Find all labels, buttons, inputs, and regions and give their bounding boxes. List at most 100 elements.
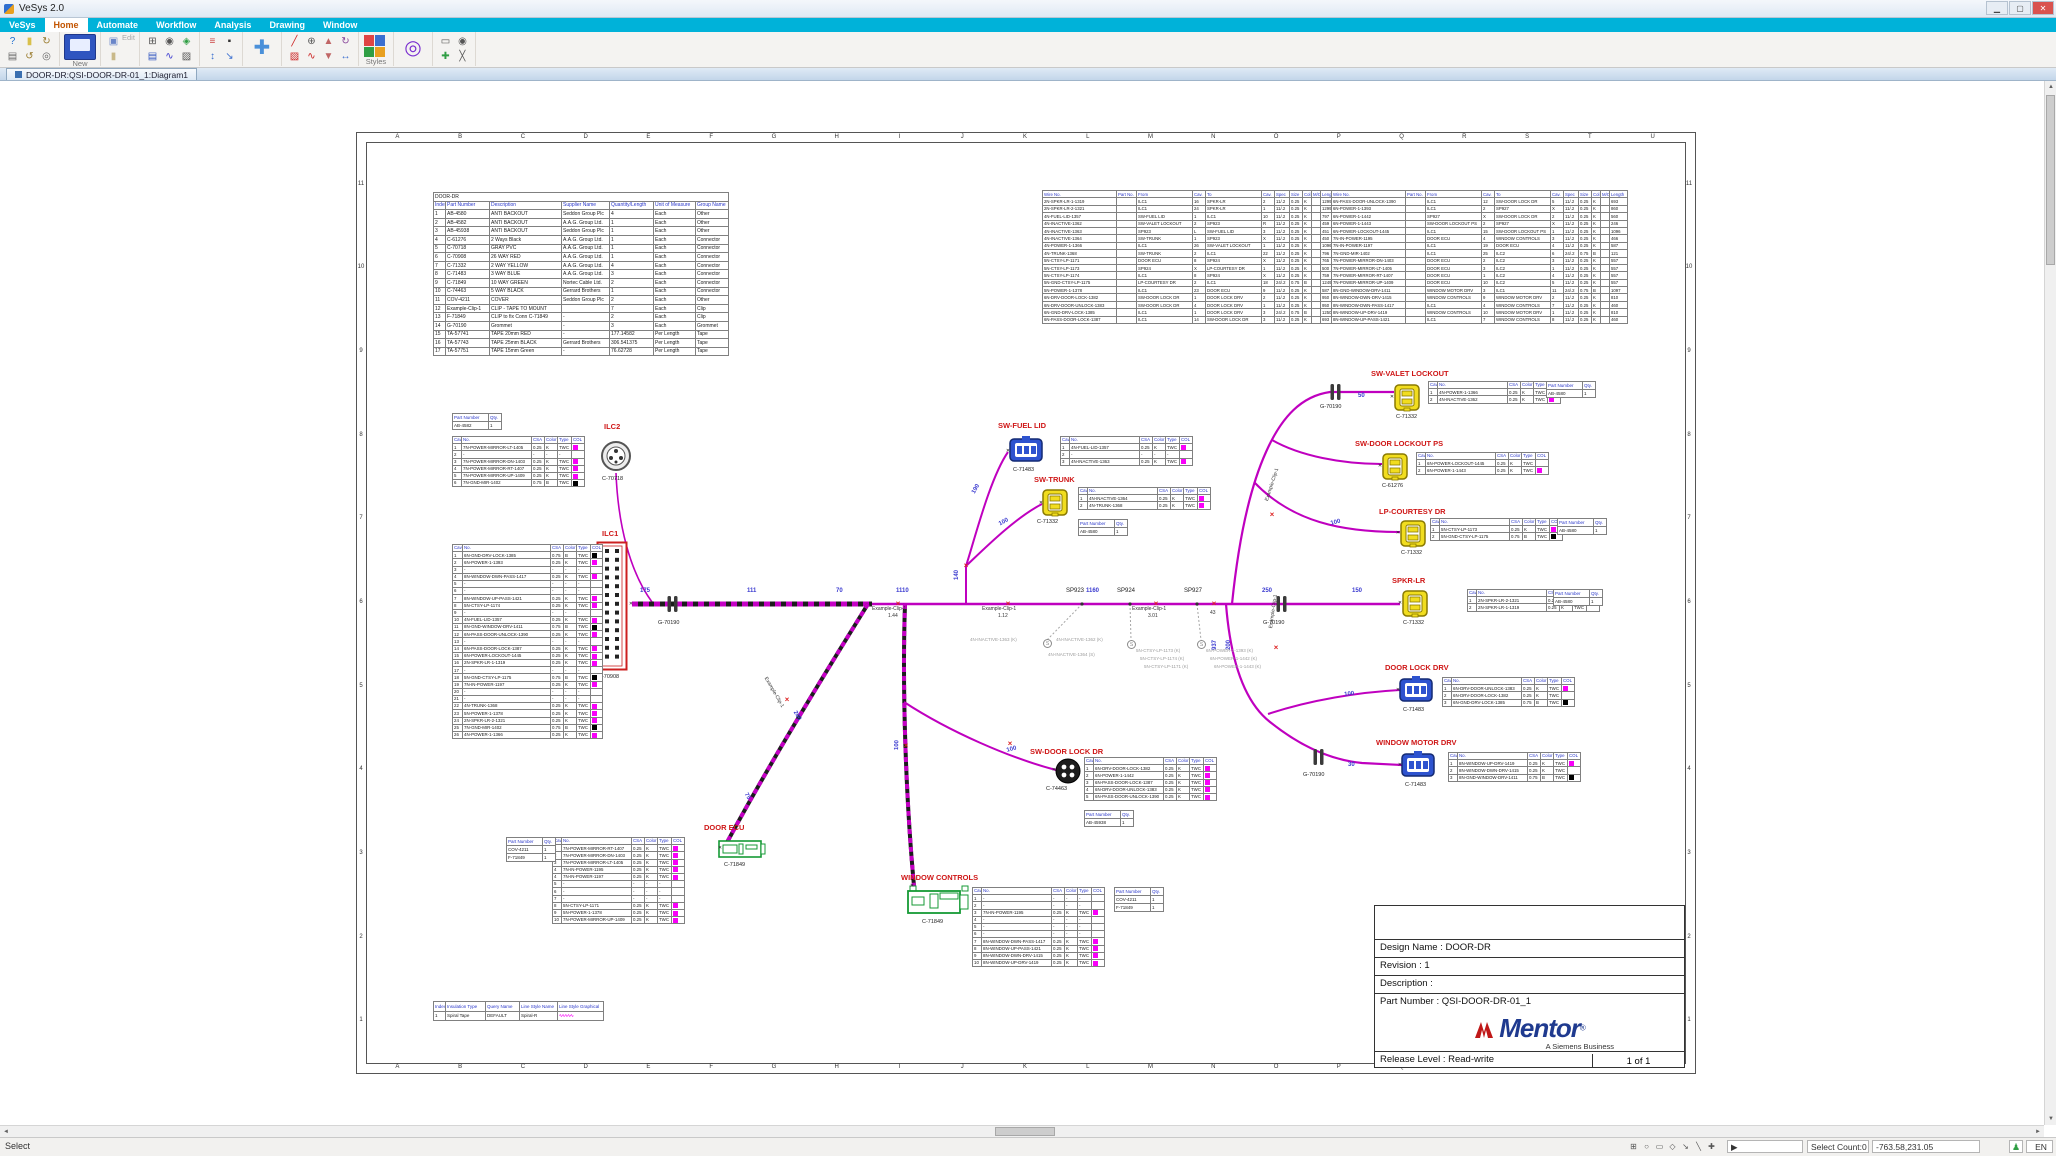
connector-symbol-door-ecu[interactable] [718, 838, 766, 865]
grommet-symbol[interactable] [666, 595, 679, 618]
menu-window[interactable]: Window [322, 20, 358, 30]
route-icon[interactable]: ∿ [165, 51, 174, 62]
menu-workflow[interactable]: Workflow [156, 20, 197, 30]
grid-icon[interactable]: ⊞ [148, 36, 157, 47]
slope-icon[interactable]: ╲ [1696, 1142, 1701, 1151]
connector-symbol-window-controls[interactable] [906, 885, 970, 922]
scroll-right-icon[interactable]: ► [2035, 1129, 2041, 1135]
add-icon[interactable]: ✚ [441, 51, 450, 62]
menu-analysis[interactable]: Analysis [214, 20, 252, 30]
maximize-button[interactable]: ▢ [2009, 1, 2031, 15]
find-icon[interactable]: ◉ [165, 36, 174, 47]
snap-cross-icon[interactable]: ✚ [1708, 1142, 1715, 1151]
styles-icon[interactable] [363, 34, 389, 58]
redo-icon[interactable]: ↻ [42, 36, 51, 47]
column-icon[interactable]: ▤ [147, 51, 158, 62]
diagram-canvas[interactable]: AABBCCDDEEFFGGHHIIJJKKLLMMNNOOPPQQRRSSTT… [0, 81, 2044, 1125]
layer-icon[interactable]: ▨ [181, 51, 192, 62]
fit-view-icon[interactable]: ⊞ [1630, 1142, 1637, 1151]
connector-symbol-sw-door-lockout-ps[interactable] [1380, 452, 1410, 486]
splice-symbol[interactable]: S [1197, 640, 1206, 649]
measure-icon[interactable]: ↔ [340, 51, 351, 62]
new-diagram-button[interactable] [64, 34, 96, 60]
scroll-down-icon[interactable]: ▼ [2048, 1116, 2054, 1122]
help-icon[interactable]: ? [9, 36, 16, 47]
menu-vesys[interactable]: VeSys [9, 20, 36, 30]
connector-symbol-sw-valet-lockout[interactable] [1392, 383, 1422, 417]
connector-symbol-sw-door-lock-dr[interactable] [1054, 757, 1082, 790]
list-icon[interactable]: ≡ [209, 36, 216, 47]
connector-symbol-lp-courtesy-dr[interactable] [1398, 519, 1428, 553]
grommet-symbol[interactable] [1312, 748, 1325, 771]
play-icon[interactable]: ▶ [1731, 1142, 1738, 1152]
connector-symbol-door-lock-drv[interactable] [1398, 676, 1434, 709]
block-icon[interactable]: ▪ [227, 36, 232, 47]
note-icon[interactable]: ▮ [26, 36, 33, 47]
scroll-up-icon[interactable]: ▲ [2048, 84, 2054, 90]
horizontal-scroll-thumb[interactable] [995, 1127, 1055, 1136]
poly-select-icon[interactable]: ◇ [1669, 1142, 1676, 1151]
crosshair-icon[interactable]: ✚ [253, 37, 271, 59]
pen-icon[interactable]: ╱ [291, 36, 298, 47]
snap-icon[interactable]: ╳ [459, 51, 466, 62]
connector-symbol-ilc2[interactable] [600, 440, 632, 477]
swap-icon[interactable]: ↕ [209, 51, 215, 62]
status-play-field[interactable]: ▶ [1727, 1140, 1803, 1153]
undo-icon[interactable]: ↺ [25, 51, 34, 62]
wire-icon[interactable]: ∿ [307, 51, 316, 62]
document-tab[interactable]: DOOR-DR:QSI-DOOR-DR-01_1:Diagram1 [6, 68, 197, 80]
window-icon[interactable]: ▭ [440, 36, 451, 47]
mirror-icon[interactable]: ▲ [323, 36, 334, 47]
splice-symbol[interactable]: S [1127, 640, 1136, 649]
pan-icon[interactable]: ↘ [1682, 1142, 1689, 1151]
zoom-fit-icon[interactable]: ◎ [42, 51, 51, 62]
close-button[interactable]: ✕ [2032, 1, 2054, 15]
grommet-symbol[interactable] [1275, 595, 1288, 618]
parts-list-table[interactable]: DOOR-DRIndexPart NumberDescriptionSuppli… [432, 192, 730, 357]
connector-symbol-sw-trunk[interactable] [1040, 488, 1070, 522]
splice-symbol[interactable]: S [1043, 639, 1052, 648]
magnifier-icon[interactable]: ◎ [404, 37, 422, 59]
tag-icon[interactable]: ◈ [182, 36, 191, 47]
diagonal-icon[interactable]: ↘ [225, 51, 234, 62]
menu-automate[interactable]: Automate [96, 20, 139, 30]
minimize-button[interactable]: ▁ [1986, 1, 2008, 15]
connector-symbol-spkr-lr[interactable] [1400, 589, 1430, 623]
menu-drawing[interactable]: Drawing [269, 20, 305, 30]
rect-select-icon[interactable]: ▭ [1655, 1142, 1664, 1151]
circle-select-icon[interactable]: ○ [1644, 1142, 1649, 1151]
rotate-icon[interactable]: ↻ [341, 36, 350, 47]
vertical-scroll-thumb[interactable] [2046, 95, 2055, 265]
flip-icon[interactable]: ▼ [323, 51, 334, 62]
vertical-scrollbar[interactable]: ▲ ▼ [2044, 81, 2056, 1125]
hatch-icon[interactable]: ▨ [289, 51, 300, 62]
cavity-table-sw-valet-lockout[interactable]: CavNo.CSAColorTypeCOL14N-POWER-1-13660.2… [1428, 380, 1561, 404]
zoom-area-icon[interactable]: ◉ [458, 36, 467, 47]
grommet-symbol[interactable] [1329, 383, 1342, 406]
print-icon[interactable]: ▤ [7, 51, 18, 62]
connector-symbol-window-motor-drv[interactable] [1400, 751, 1436, 784]
paste-icon[interactable]: ▮ [110, 51, 117, 62]
connector-symbol-sw-fuel-lid[interactable] [1008, 436, 1044, 469]
menu-home[interactable]: Home [44, 18, 88, 32]
